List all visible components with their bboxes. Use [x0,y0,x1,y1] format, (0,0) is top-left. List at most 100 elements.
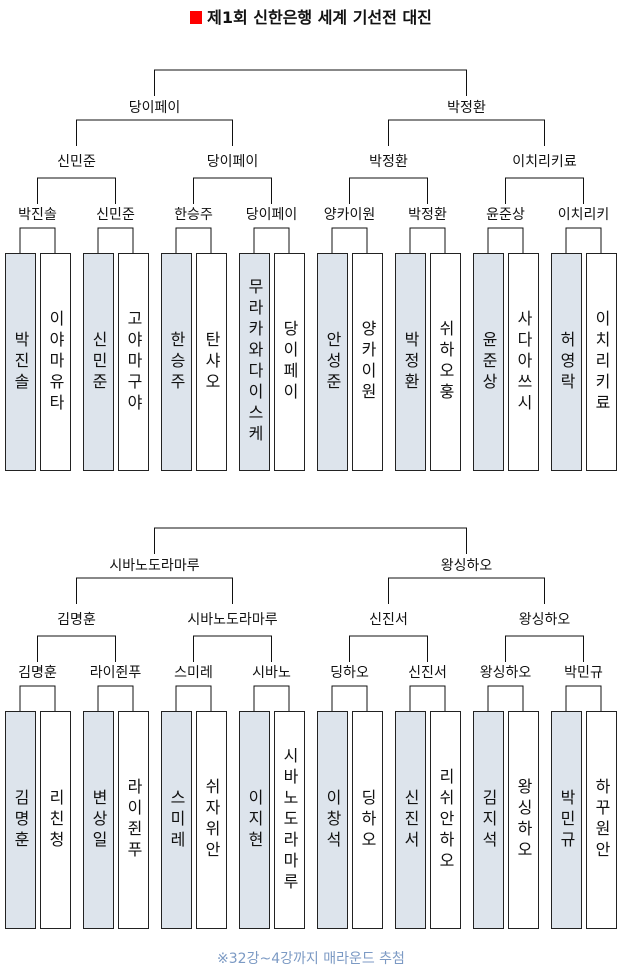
footer-note: ※32강~4강까지 매라운드 추첨 [217,951,405,967]
semifinal-winner: 당이페이 [128,100,181,116]
player-name: 시바노도라마루 [280,746,299,894]
semifinal-connector [388,119,545,146]
player-name: 하꾸원안 [592,778,611,862]
player-name: 박정환 [401,330,420,394]
round16-connector [409,685,446,712]
round16-winner: 한승주 [174,207,213,223]
player-box: 박진솔 [5,253,36,471]
round16-winner: 신진서 [408,665,447,681]
quarterfinal-winner: 신민준 [57,154,96,170]
player-box: 당이페이 [274,253,305,471]
quarterfinal-winner: 이치리키료 [512,154,577,170]
semifinal-winner: 시바노도라마루 [109,558,200,574]
round16-connector [97,227,134,254]
player-name: 이창석 [323,788,342,852]
round16-winner: 박민규 [564,665,603,681]
player-name: 사다아쓰시 [514,309,533,415]
round16-connector [409,227,446,254]
quarterfinal-connector [193,635,272,662]
player-box: 이창석 [317,711,348,929]
player-name: 박진솔 [11,330,30,394]
quarterfinal-winner: 박정환 [369,154,408,170]
player-name: 이치리키료 [592,309,611,415]
player-name: 리쉬안하오 [436,767,455,873]
round16-winner: 라이쥔푸 [89,665,142,681]
title-text: 제1회 신한은행 세계 기선전 대진 [207,8,432,27]
semifinal-connector [76,119,233,146]
round16-connector [565,685,602,712]
player-box: 양카이원 [352,253,383,471]
player-box: 스미레 [161,711,192,929]
quarterfinal-connector [193,177,272,204]
player-box: 이야마유타 [40,253,71,471]
round16-connector [175,227,212,254]
semifinal-connector [76,577,233,604]
player-name: 탄샤오 [202,330,221,394]
player-box: 박민규 [551,711,582,929]
red-square-icon [190,11,203,24]
round16-connector [331,685,368,712]
player-name: 쉬자위안 [202,778,221,862]
player-box: 무라카와다이스케 [239,253,270,471]
quarterfinal-connector [505,635,584,662]
player-name: 이지현 [245,788,264,852]
player-box: 이치리키료 [586,253,617,471]
final-connector [154,527,467,554]
player-box: 박정환 [395,253,426,471]
player-name: 한승주 [167,330,186,394]
player-name: 딩하오 [358,788,377,852]
player-name: 윤준상 [479,330,498,394]
quarterfinal-connector [505,177,584,204]
player-name: 신진서 [401,788,420,852]
player-box: 이지현 [239,711,270,929]
player-box: 김지석 [473,711,504,929]
player-name: 라이쥔푸 [124,778,143,862]
player-box: 허영락 [551,253,582,471]
player-box: 김명훈 [5,711,36,929]
player-name: 왕싱하오 [514,778,533,862]
player-name: 김지석 [479,788,498,852]
round16-winner: 양카이원 [323,207,376,223]
quarterfinal-connector [349,635,428,662]
quarterfinal-winner: 시바노도라마루 [187,612,278,628]
player-name: 양카이원 [358,320,377,404]
quarterfinal-connector [37,177,116,204]
round16-winner: 박진솔 [18,207,57,223]
round16-connector [331,227,368,254]
player-name: 쉬하오훙 [436,320,455,404]
round16-connector [19,227,56,254]
semifinal-winner: 왕싱하오 [440,558,493,574]
player-name: 이야마유타 [46,309,65,415]
round16-winner: 왕싱하오 [479,665,532,681]
round16-winner: 딩하오 [330,665,369,681]
semifinal-connector [388,577,545,604]
round16-connector [253,227,290,254]
player-box: 쉬자위안 [196,711,227,929]
quarterfinal-connector [37,635,116,662]
player-box: 신민준 [83,253,114,471]
quarterfinal-winner: 당이페이 [206,154,259,170]
round16-connector [487,227,524,254]
semifinal-winner: 박정환 [447,100,486,116]
player-name: 리친청 [46,788,65,852]
player-box: 왕싱하오 [508,711,539,929]
player-box: 안성준 [317,253,348,471]
player-box: 라이쥔푸 [118,711,149,929]
player-box: 신진서 [395,711,426,929]
player-name: 안성준 [323,330,342,394]
player-name: 고야마구야 [124,309,143,415]
page-title: 제1회 신한은행 세계 기선전 대진 [0,4,622,28]
player-box: 리친청 [40,711,71,929]
player-name: 신민준 [89,330,108,394]
round16-winner: 김명훈 [18,665,57,681]
player-name: 무라카와다이스케 [245,278,264,446]
player-box: 리쉬안하오 [430,711,461,929]
player-box: 하꾸원안 [586,711,617,929]
player-name: 변상일 [89,788,108,852]
round16-winner: 윤준상 [486,207,525,223]
player-box: 탄샤오 [196,253,227,471]
player-name: 허영락 [557,330,576,394]
player-box: 사다아쓰시 [508,253,539,471]
player-name: 당이페이 [280,320,299,404]
